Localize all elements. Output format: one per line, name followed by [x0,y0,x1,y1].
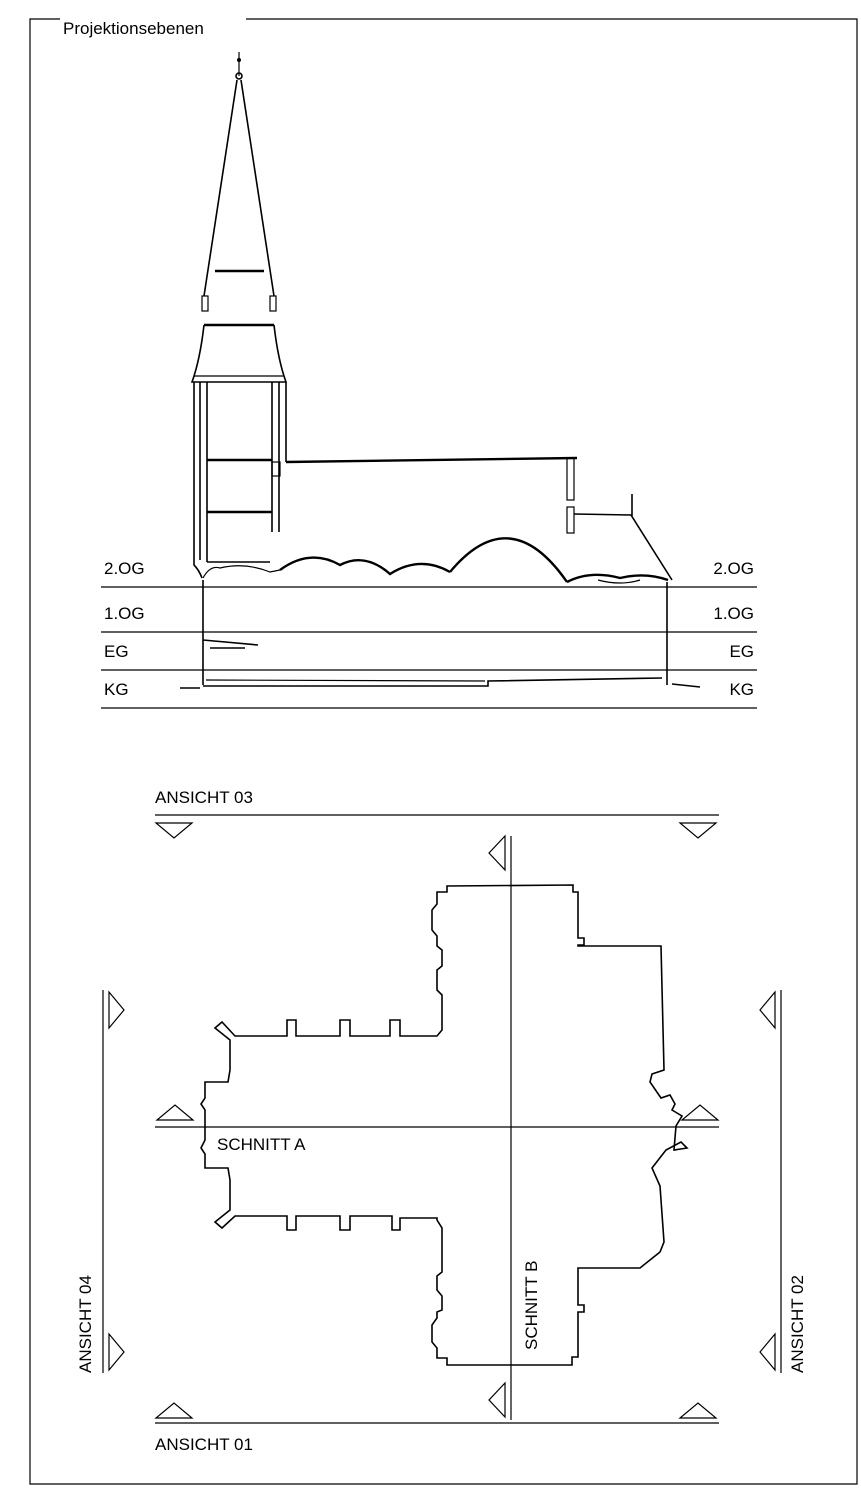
floor-plan: ANSICHT 03 ANSICHT 01 ANSICHT 04 ANSICHT… [76,788,807,1454]
arrow-north-left [154,822,194,839]
view-label-east: ANSICHT 02 [788,1275,807,1373]
level-label-kg-left: KG [104,680,129,699]
building-outline [200,884,689,1366]
view-label-west: ANSICHT 04 [76,1275,95,1373]
level-label-kg-right: KG [729,680,754,699]
view-label-north: ANSICHT 03 [155,788,253,807]
level-label-eg-right: EG [729,642,754,661]
arrow-south-right [678,1402,718,1419]
level-label-2og-left: 2.OG [104,559,145,578]
spire [190,52,288,383]
arrow-south-left [154,1402,194,1419]
section-label-a: SCHNITT A [217,1135,306,1154]
level-label-eg-left: EG [104,642,129,661]
view-label-south: ANSICHT 01 [155,1435,253,1454]
arrow-east-top [759,990,776,1030]
arrow-section-b-bottom [488,1381,506,1419]
arrow-section-a-left [155,1104,195,1121]
vaults [202,537,669,584]
tower [193,382,287,579]
nave [285,456,673,581]
frame: Projektionsebenen [29,18,858,1485]
arrow-section-a-right [680,1104,720,1121]
section-label-b: SCHNITT B [522,1261,541,1350]
level-label-1og-left: 1.OG [104,604,145,623]
level-label-2og-right: 2.OG [713,559,754,578]
level-label-1og-right: 1.OG [713,604,754,623]
lower-structure [180,580,701,689]
arrow-east-bottom [759,1332,776,1372]
arrow-west-top [108,990,125,1030]
arrow-west-bottom [108,1332,125,1372]
arrow-north-right [678,822,718,839]
arrow-section-b-top [488,834,506,872]
church-elevation: 2.OG 2.OG 1.OG 1.OG EG EG KG KG [101,52,757,709]
frame-title: Projektionsebenen [63,19,204,38]
